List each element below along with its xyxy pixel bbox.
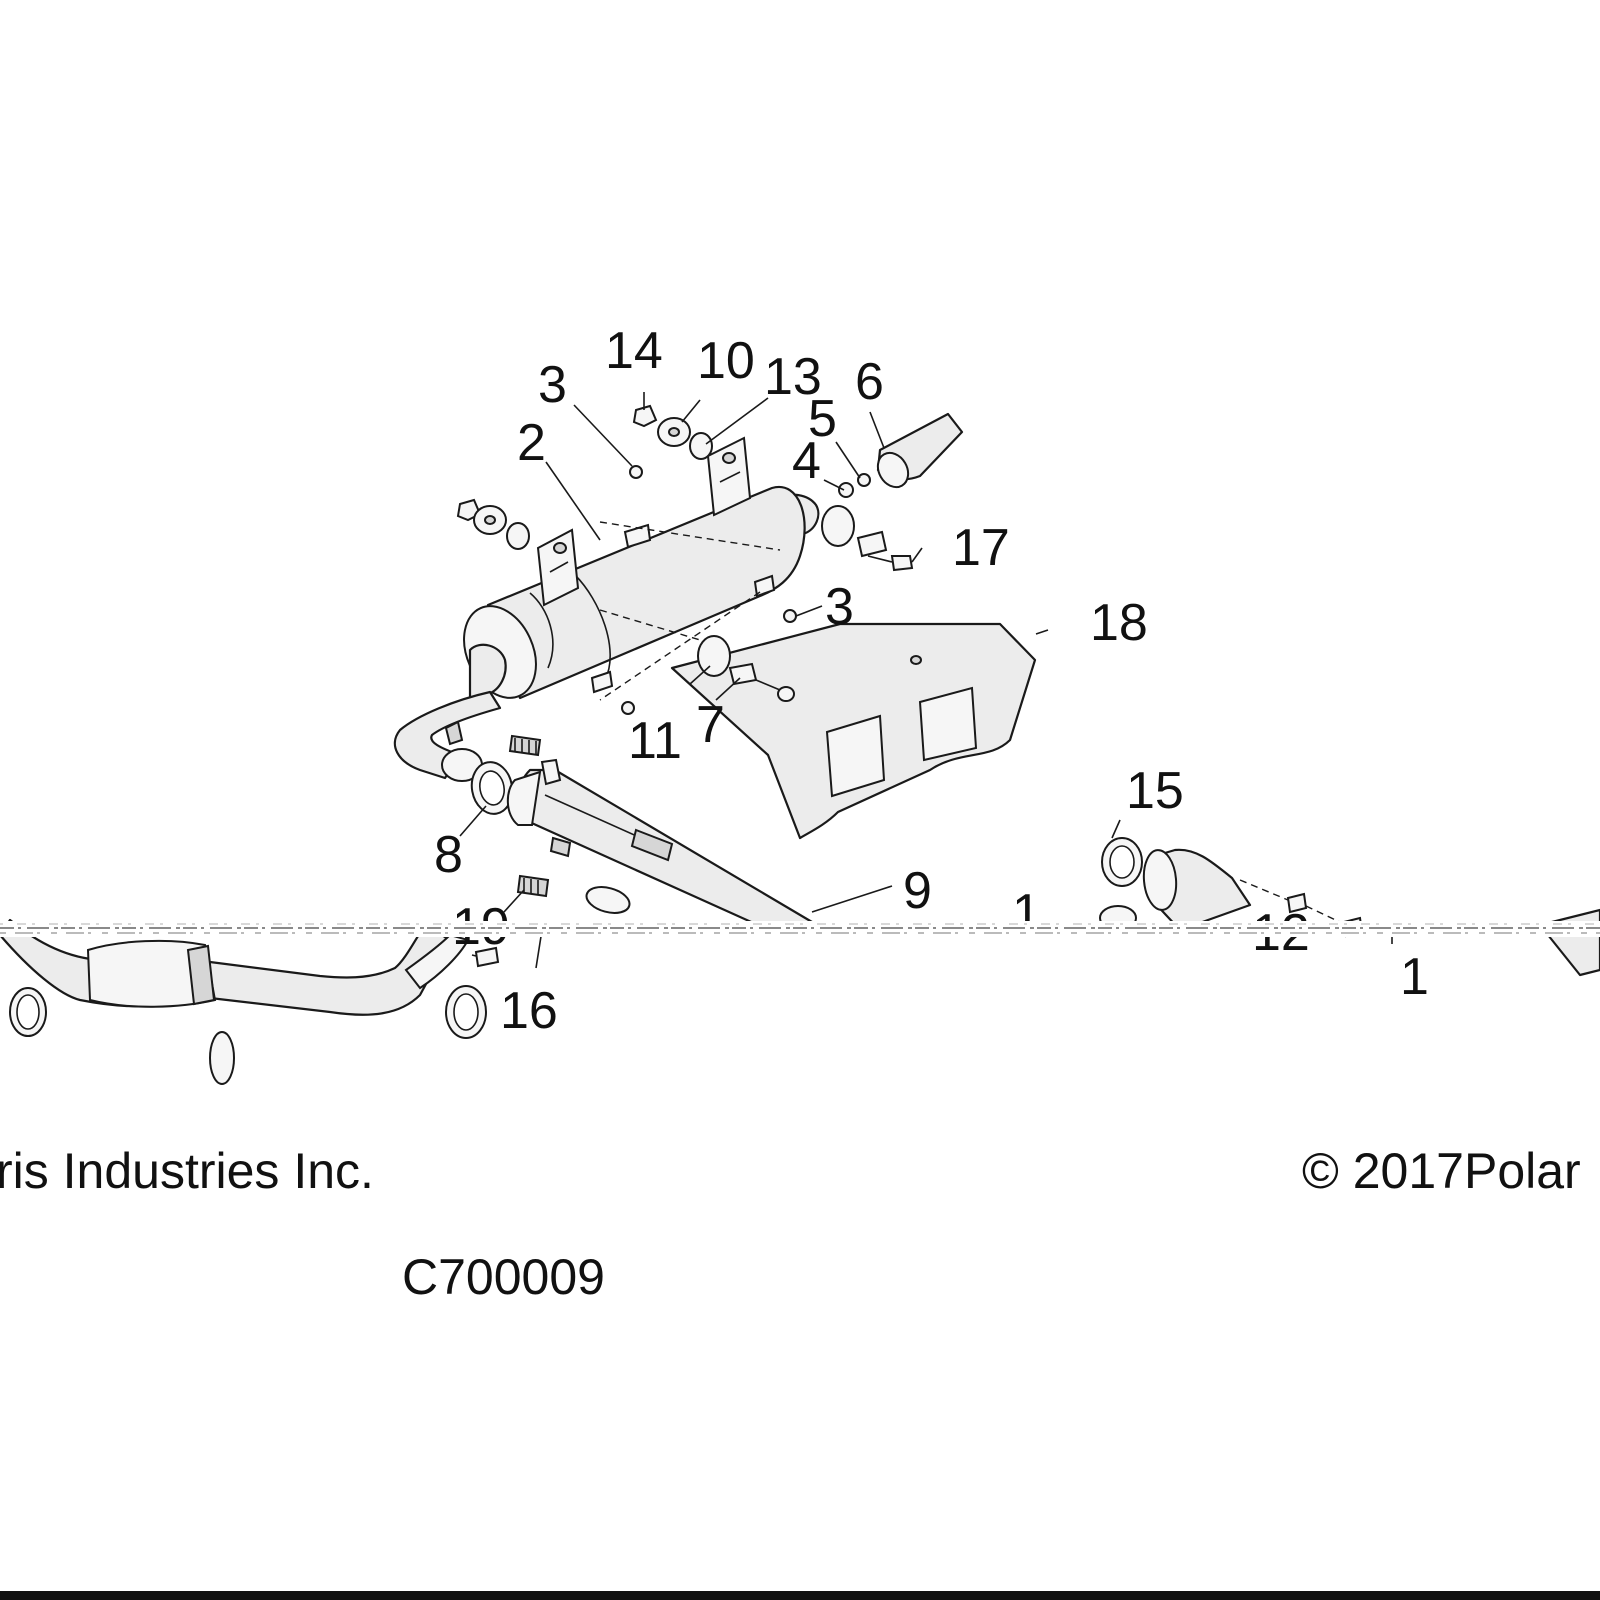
callout-5: 5 xyxy=(808,390,837,448)
spring-lower xyxy=(516,874,550,898)
callout-9: 9 xyxy=(903,862,932,920)
callout-13: 13 xyxy=(764,348,822,406)
callout-14: 14 xyxy=(605,322,663,380)
bottom-border xyxy=(0,1591,1600,1600)
callout-18: 18 xyxy=(1090,594,1148,652)
callout-2: 2 xyxy=(517,414,546,472)
scan-glitch-band xyxy=(0,921,1600,937)
copyright-right: © 2017Polar xyxy=(1302,1143,1581,1199)
callout-3-top: 3 xyxy=(538,356,567,414)
callout-4: 4 xyxy=(792,432,821,490)
clamp-mid xyxy=(585,886,631,914)
callout-17: 17 xyxy=(952,519,1010,577)
callout-15: 15 xyxy=(1126,762,1184,820)
gasket-8 xyxy=(470,761,514,815)
mid-pipe-9 xyxy=(506,758,814,937)
muffler xyxy=(463,436,820,702)
heat-shield-18 xyxy=(670,622,1037,840)
callout-10: 10 xyxy=(697,332,755,390)
callout-11: 11 xyxy=(628,712,682,770)
callout-3-mid: 3 xyxy=(825,578,854,636)
callout-16: 16 xyxy=(500,982,558,1040)
callout-1-right: 1 xyxy=(1400,948,1429,1006)
callouts: 14 10 13 6 3 5 2 4 17 3 18 11 7 15 8 9 1… xyxy=(434,322,1429,1040)
callout-6: 6 xyxy=(855,353,884,411)
callout-7: 7 xyxy=(696,696,725,754)
muffler-inlet-bend xyxy=(393,690,502,782)
hardware-top xyxy=(456,404,964,715)
footer: ris Industries Inc. © 2017Polar C700009 xyxy=(0,1143,1581,1305)
callout-8: 8 xyxy=(434,826,463,884)
front-pipe xyxy=(0,908,1600,1085)
diagram-code: C700009 xyxy=(402,1249,605,1305)
copyright-left: ris Industries Inc. xyxy=(0,1143,374,1199)
spring-upper xyxy=(508,734,542,757)
